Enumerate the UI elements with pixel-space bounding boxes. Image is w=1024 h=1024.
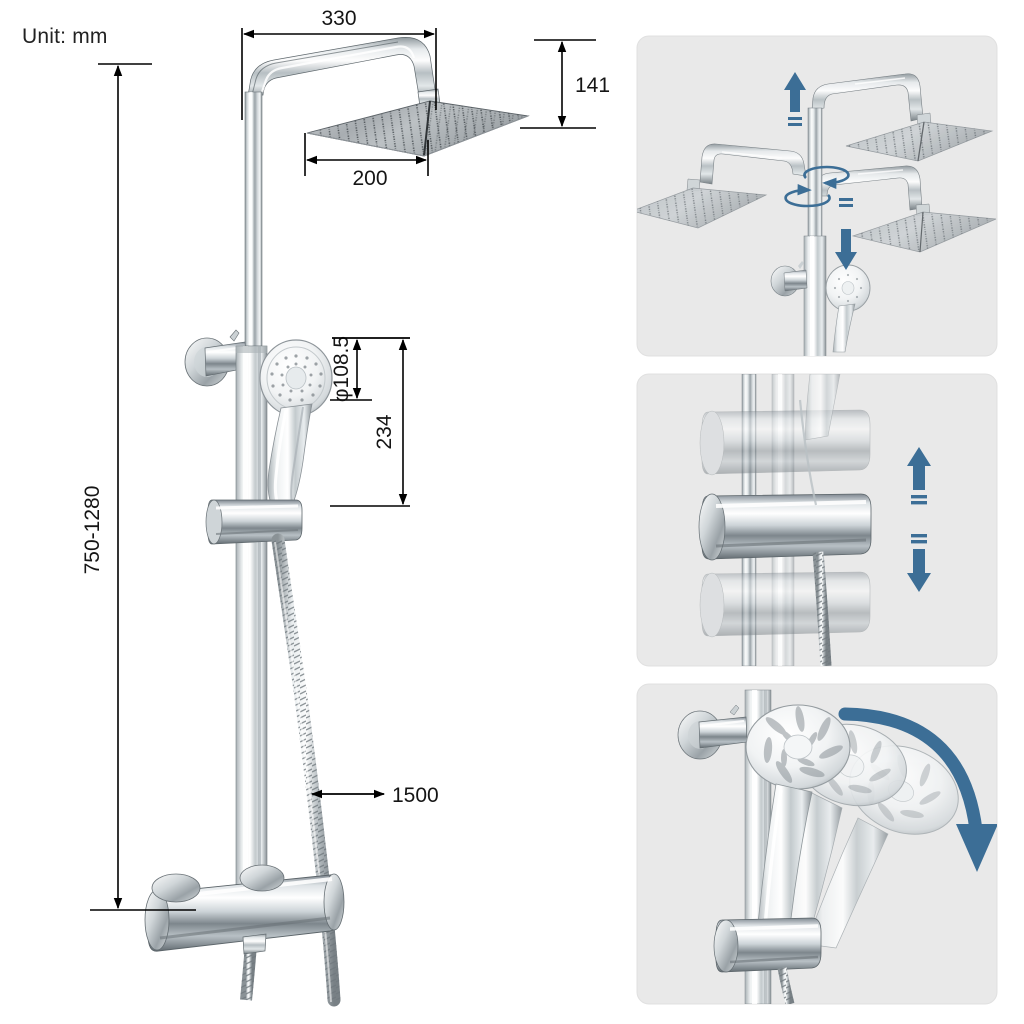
ghost-arm-left [637, 143, 807, 229]
panel3-wall-bracket [677, 704, 748, 760]
riser-pipe-upper [244, 91, 263, 347]
dimension-750-1280-label: 750-1280 [81, 486, 104, 575]
ghost-handset-stem [804, 374, 841, 441]
unit-label: Unit: mm [22, 25, 108, 48]
wall-mount-bracket [184, 329, 248, 387]
arrow-up-icon [907, 447, 931, 505]
arrow-up-icon [784, 72, 806, 126]
dimension-330-label: 330 [321, 7, 356, 30]
dimension-1500-hose-length: 1500 [310, 784, 439, 807]
dimension-phi-108-5-handset-diameter: φ108.5 [330, 336, 410, 402]
slide-bracket-current [698, 493, 872, 561]
ghost-arm-lower [814, 165, 997, 253]
ghost-bracket-top [699, 409, 871, 476]
rain-shower-head [306, 100, 530, 157]
dimension-141-head-drop: 141 [520, 39, 610, 129]
feature-panel-slide-bracket [636, 373, 998, 667]
dimension-330-arm-reach: 330 [241, 7, 437, 120]
slide-bracket [205, 499, 303, 545]
feature-panel-rain-arm-adjust [636, 35, 998, 357]
dimension-234-handset-length: 234 [330, 337, 410, 507]
thermostatic-valve-body [144, 864, 345, 955]
dimension-750-1280-rail-height: 750-1280 [81, 63, 196, 911]
dimension-phi-108-5-label: φ108.5 [330, 336, 353, 402]
arrow-down-icon [907, 534, 931, 592]
dimension-200-rain-head-width: 200 [304, 133, 429, 190]
dimension-234-label: 234 [373, 414, 396, 449]
feature-panel-handset-tilt [636, 683, 998, 1005]
shower-hose [240, 533, 341, 1007]
dimension-200-label: 200 [352, 167, 387, 190]
rain-shower-arm [247, 37, 441, 108]
curved-arrow-swivel-icon [838, 707, 997, 872]
handheld-shower-head [259, 339, 333, 507]
riser-pipe-lower [235, 345, 268, 917]
dimension-annotations: 330 200 141 φ108.5 [81, 7, 610, 911]
panel3-slide-bracket [713, 917, 822, 973]
handset-current-position [745, 704, 851, 947]
dimension-141-label: 141 [575, 74, 610, 97]
rotation-arrow-icon [784, 165, 850, 208]
main-product-illustration [144, 37, 530, 1007]
ghost-arm-upper [811, 73, 994, 162]
arrow-down-icon [835, 198, 857, 270]
dimension-1500-label: 1500 [392, 784, 439, 807]
ghost-bracket-bottom [699, 571, 871, 638]
